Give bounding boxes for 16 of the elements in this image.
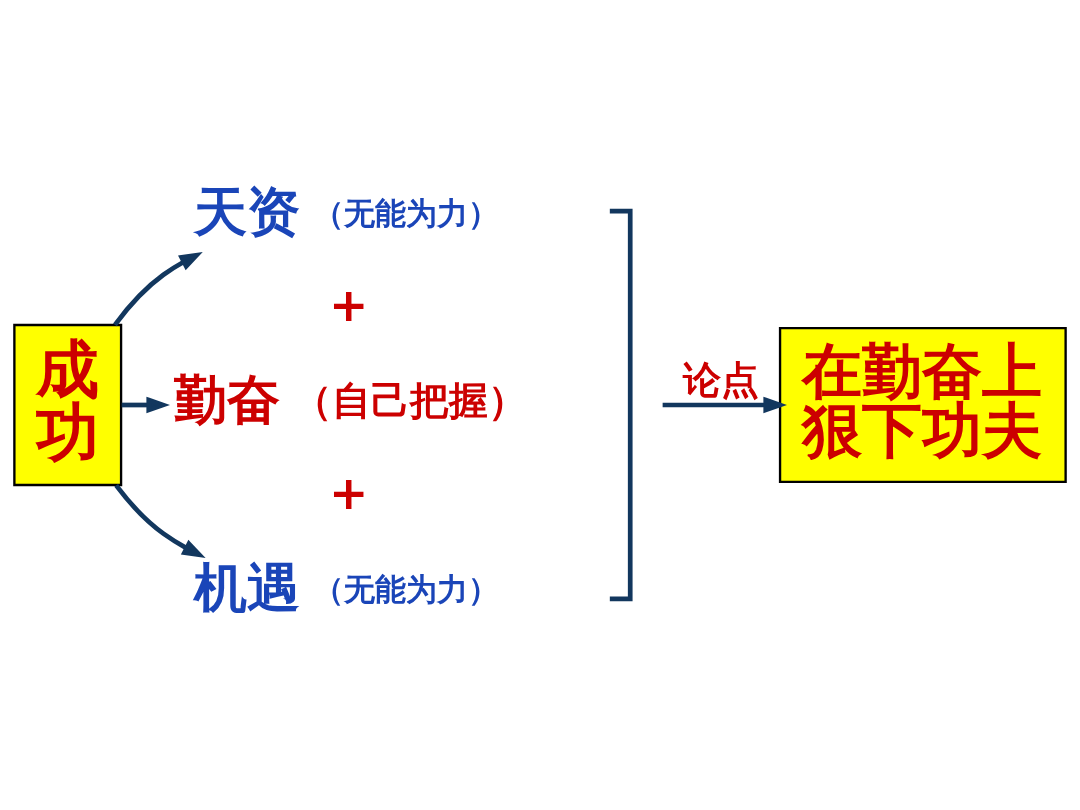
node-box: 在勤奋上狠下功夫: [778, 326, 1067, 484]
arrow: [662, 396, 787, 414]
edge-label: 论点: [682, 357, 759, 402]
label: +: [328, 277, 369, 333]
node-text: 勤奋: [173, 367, 280, 431]
arrow: [114, 484, 206, 558]
arrow: [113, 252, 203, 327]
label: +: [328, 465, 369, 521]
node-brace: [609, 208, 633, 602]
node-label: （自己把握）: [292, 377, 527, 423]
node-label: （无能为力）: [313, 194, 500, 231]
arrow: [121, 396, 170, 414]
node-text: 机遇: [194, 556, 301, 620]
node-box: 成功: [13, 323, 123, 487]
node-label: （无能为力）: [313, 571, 500, 608]
node-text: 天资: [194, 179, 301, 243]
